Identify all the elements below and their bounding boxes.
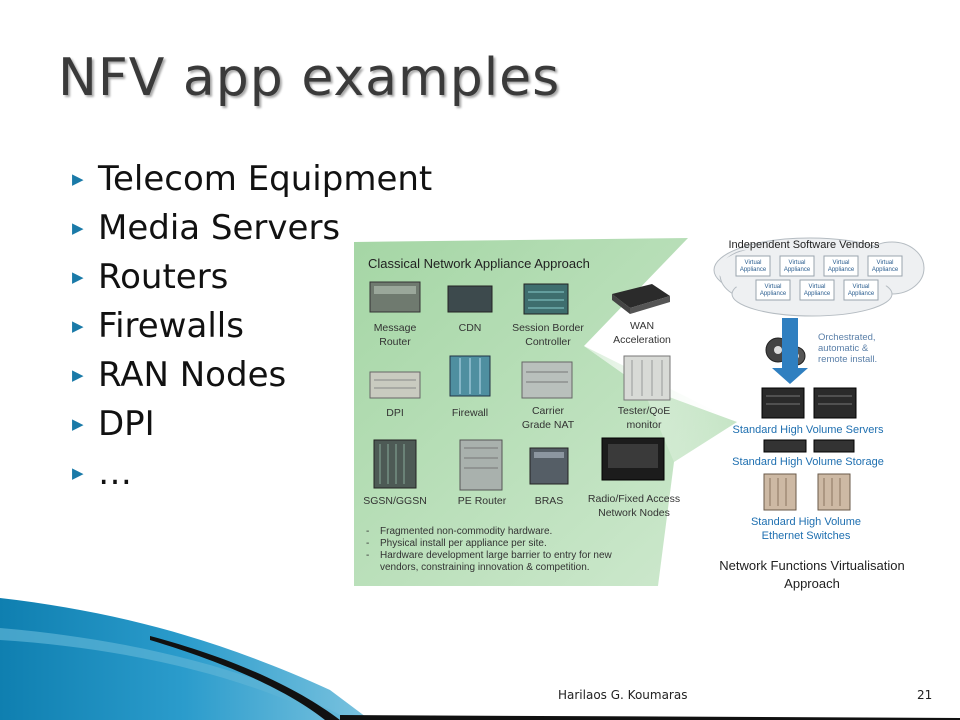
bullet-item: ▶Routers [72, 253, 432, 302]
note-line: Hardware development large barrier to en… [380, 550, 613, 561]
appliance-label: Tester/QoE [618, 405, 671, 417]
svg-text:Appliance: Appliance [740, 267, 767, 273]
classical-title: Classical Network Appliance Approach [368, 256, 590, 271]
isv-cloud: Independent Software Vendors [713, 237, 925, 317]
bullet-item: ▶Telecom Equipment [72, 155, 432, 204]
svg-text:Appliance: Appliance [872, 267, 899, 273]
classical-panel [354, 238, 737, 586]
storage-label: Standard High Volume Storage [732, 456, 884, 468]
appliance-label: Network Nodes [598, 507, 670, 519]
bullet-arrow-icon: ▶ [72, 219, 84, 237]
svg-text:Virtual: Virtual [765, 284, 782, 290]
appliance-label: Acceleration [613, 334, 671, 346]
virtual-appliances: VirtualApplianceVirtualApplianceVirtualA… [735, 255, 903, 301]
svg-text:-: - [366, 550, 369, 561]
appliance-label: PE Router [458, 495, 507, 507]
standard-storage [763, 439, 855, 453]
appliance-label: DPI [386, 407, 404, 419]
ethernet-switches [763, 473, 851, 511]
bullet-arrow-icon: ▶ [72, 170, 84, 188]
svg-text:-: - [366, 538, 369, 549]
appliance-sgsn-ggsn: SGSN/GGSN [363, 439, 427, 507]
bullet-item: ▶Media Servers [72, 204, 432, 253]
appliance-message-router: Message Router [369, 281, 421, 348]
appliance-radio-fixed-access: Radio/Fixed Access Network Nodes [588, 437, 680, 519]
appliance-wan-acceleration: WAN Acceleration [612, 284, 671, 346]
bullet-item: ▶… [72, 449, 432, 498]
page-number: 21 [917, 688, 933, 702]
appliance-label: Session Border [512, 322, 584, 334]
svg-text:Appliance: Appliance [848, 291, 875, 297]
nfv-caption: Network Functions Virtualisation [719, 558, 904, 573]
appliance-dpi: DPI [369, 371, 421, 419]
orchestration-note: Orchestrated, [818, 332, 876, 343]
svg-text:Appliance: Appliance [760, 291, 787, 297]
orchestration-note: automatic & [818, 343, 869, 354]
appliance-label: SGSN/GGSN [363, 495, 427, 507]
bullet-arrow-icon: ▶ [72, 464, 84, 482]
appliance-label: Firewall [452, 407, 488, 419]
bullet-item: ▶ DPI [72, 400, 432, 449]
appliance-label: CDN [459, 322, 482, 334]
appliance-pe-router: PE Router [458, 439, 507, 507]
appliance-label: WAN [630, 320, 654, 332]
bullet-arrow-icon: ▶ [72, 268, 84, 286]
classical-fade-wedge [584, 346, 737, 462]
switches-label: Standard High Volume [751, 516, 861, 528]
servers-label: Standard High Volume Servers [732, 424, 884, 436]
appliance-label: Radio/Fixed Access [588, 493, 680, 505]
orchestration-arrow [772, 318, 808, 384]
svg-text:Virtual: Virtual [809, 284, 826, 290]
appliance-label: monitor [626, 419, 662, 431]
nfv-diagram: Classical Network Appliance Approach Mes… [354, 237, 925, 591]
appliance-carrier-grade-nat: Carrier Grade NAT [521, 361, 575, 431]
appliance-bras: BRAS [529, 447, 569, 507]
bullet-item: ▶Firewalls [72, 302, 432, 351]
classical-notes: - Fragmented non-commodity hardware. - P… [366, 526, 613, 573]
standard-servers [761, 387, 857, 419]
bullet-item: ▶RAN Nodes [72, 351, 432, 400]
slide-title: NFV app examples [58, 48, 561, 108]
appliance-tester-qoe-monitor: Tester/QoE monitor [618, 355, 671, 431]
svg-text:Appliance: Appliance [828, 267, 855, 273]
appliance-label: Router [379, 336, 411, 348]
appliance-label: BRAS [535, 495, 564, 507]
appliance-label: Grade NAT [522, 419, 575, 431]
note-line: vendors, constraining innovation & compe… [380, 562, 590, 573]
bullet-arrow-icon: ▶ [72, 317, 84, 335]
appliance-label: Message [374, 322, 417, 334]
bullet-arrow-icon: ▶ [72, 366, 84, 384]
note-line: Physical install per appliance per site. [380, 538, 547, 549]
note-line: Fragmented non-commodity hardware. [380, 526, 552, 537]
appliance-label: Carrier [532, 405, 565, 417]
nfv-caption: Approach [784, 576, 840, 591]
svg-text:Virtual: Virtual [833, 260, 850, 266]
appliance-cdn: CDN [447, 285, 493, 334]
appliance-label: Controller [525, 336, 571, 348]
svg-text:Virtual: Virtual [853, 284, 870, 290]
svg-text:Appliance: Appliance [784, 267, 811, 273]
bullet-arrow-icon: ▶ [72, 415, 84, 433]
appliance-firewall: Firewall [449, 355, 491, 419]
svg-text:-: - [366, 526, 369, 537]
switches-label: Ethernet Switches [762, 530, 851, 542]
footer-author: Harilaos G. Koumaras [558, 688, 688, 702]
isv-title: Independent Software Vendors [728, 239, 880, 251]
svg-text:Virtual: Virtual [745, 260, 762, 266]
svg-text:Virtual: Virtual [789, 260, 806, 266]
orchestration-note: remote install. [818, 354, 877, 365]
bullet-list: ▶Telecom Equipment ▶Media Servers ▶Route… [72, 155, 432, 498]
svg-text:Virtual: Virtual [877, 260, 894, 266]
appliance-session-border-controller: Session Border Controller [512, 283, 584, 348]
svg-text:Appliance: Appliance [804, 291, 831, 297]
